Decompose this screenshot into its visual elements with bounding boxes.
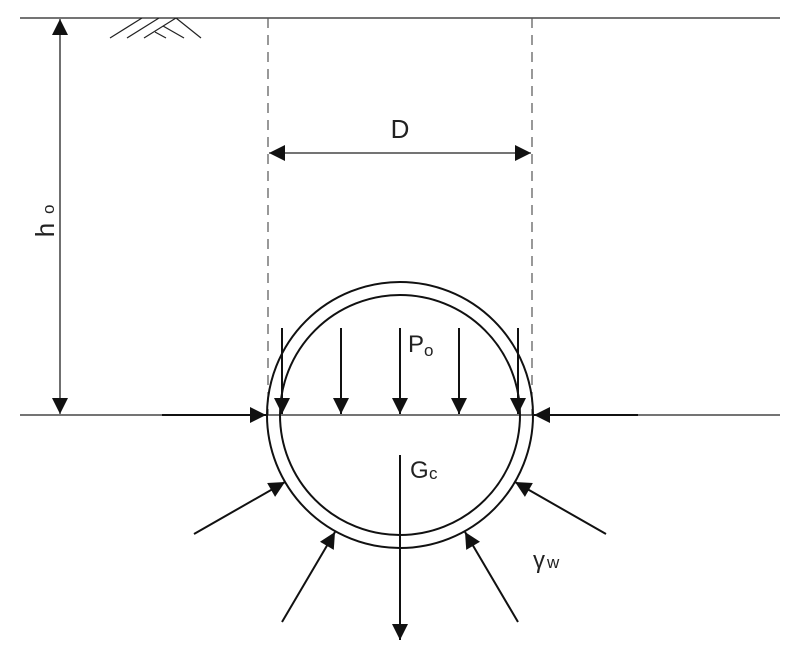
buoyancy-pressure-arrows bbox=[193, 481, 607, 623]
depth-label: h o bbox=[30, 205, 60, 238]
svg-text:o: o bbox=[39, 205, 58, 214]
svg-text:w: w bbox=[546, 553, 560, 572]
svg-text:h: h bbox=[30, 223, 60, 237]
svg-text:c: c bbox=[429, 464, 438, 483]
diameter-extension-lines bbox=[267, 18, 533, 415]
water-unit-weight-label: γ w bbox=[533, 547, 560, 574]
svg-text:P: P bbox=[408, 331, 424, 358]
diameter-label: D bbox=[391, 114, 410, 144]
self-weight-label: G c bbox=[410, 457, 438, 484]
svg-text:γ: γ bbox=[533, 547, 545, 574]
soil-hatch-icon bbox=[109, 17, 202, 39]
soil-pressure-label: P o bbox=[408, 331, 433, 360]
svg-text:G: G bbox=[410, 457, 429, 484]
downward-soil-pressure-arrows bbox=[274, 328, 526, 414]
svg-text:o: o bbox=[424, 341, 433, 360]
